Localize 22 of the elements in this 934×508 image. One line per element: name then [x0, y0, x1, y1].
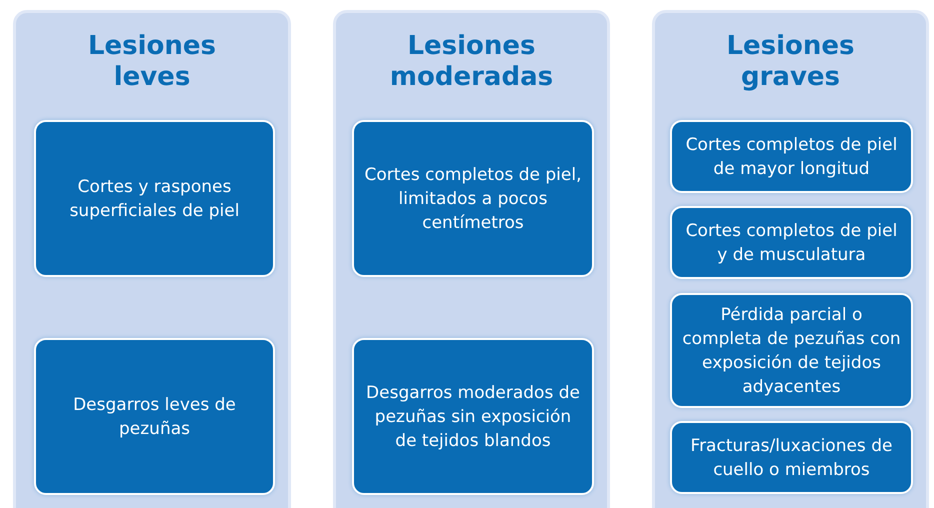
injury-box: [34, 338, 275, 495]
injury-box: [352, 120, 594, 277]
injury-text: Cortes completos de piel de mayor longitud: [684, 134, 898, 180]
injury-text: Pérdida parcial o completa de pezuñas con exposición de tejidos adyacentes: [681, 304, 902, 398]
injury-box: [670, 293, 913, 408]
panel-heading: Lesiones moderadas: [388, 31, 554, 93]
injury-box: [352, 338, 594, 495]
panel-heading: Lesiones leves: [86, 31, 218, 93]
injury-text: Cortes completos de piel y de musculatura: [684, 220, 898, 266]
category-panel: [652, 10, 929, 508]
panel-heading: Lesiones graves: [725, 31, 856, 93]
category-panel: [13, 10, 291, 508]
injury-text: Desgarros leves de pezuñas: [72, 394, 237, 440]
injury-text: Desgarros moderados de pezuñas sin exposición de tejidos blandos: [365, 382, 581, 452]
injury-text: Fracturas/luxaciones de cuello o miembros: [690, 434, 894, 482]
category-panel: [333, 10, 610, 508]
injury-box: [670, 120, 913, 193]
injury-text: Cortes completos de piel, limitados a pocos centímetros: [363, 164, 582, 234]
injury-text: Cortes y raspones superficiales de piel: [68, 176, 240, 222]
injury-box: [670, 206, 913, 279]
injury-box: [670, 421, 913, 494]
injury-box: [34, 120, 275, 277]
